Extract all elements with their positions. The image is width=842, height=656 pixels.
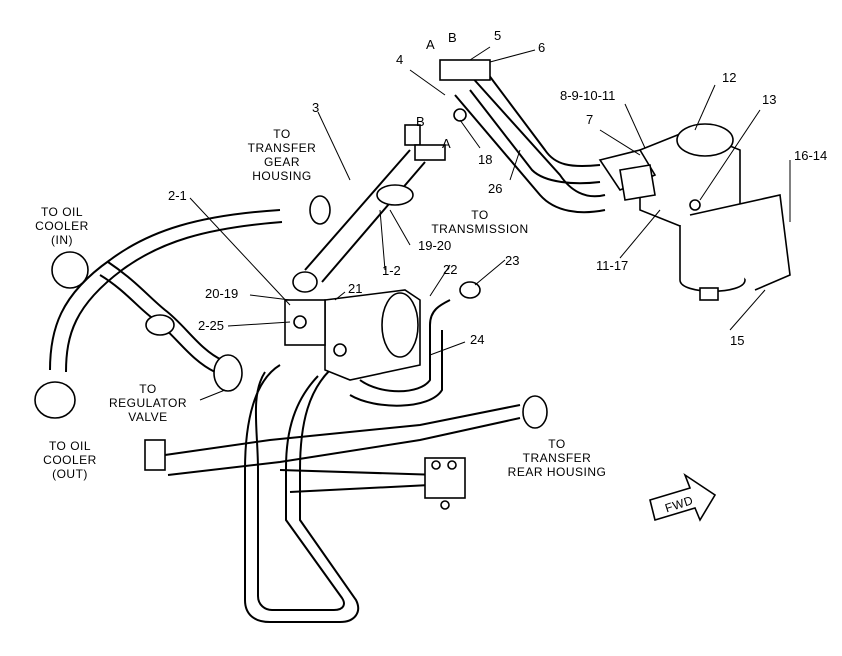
svg-text:REGULATOR: REGULATOR xyxy=(109,396,187,410)
callout-4: 4 xyxy=(396,52,403,67)
flanges xyxy=(34,59,657,471)
valve-block xyxy=(424,457,466,510)
captions: TO TRANSFER GEAR HOUSING TO OIL COOLER (… xyxy=(35,127,606,481)
svg-text:COOLER: COOLER xyxy=(43,453,97,467)
svg-text:(IN): (IN) xyxy=(51,233,73,247)
pump-assembly xyxy=(284,289,421,381)
callout-18: 18 xyxy=(478,152,492,167)
caption-regulator-valve: TO REGULATOR VALVE xyxy=(109,382,187,424)
leader-lines xyxy=(189,46,791,401)
svg-text:TRANSFER: TRANSFER xyxy=(248,141,317,155)
callout-letter-b-mid: B xyxy=(416,114,425,129)
callout-1-2: 1-2 xyxy=(382,263,401,278)
svg-text:HOUSING: HOUSING xyxy=(252,169,312,183)
svg-text:REAR HOUSING: REAR HOUSING xyxy=(508,465,607,479)
svg-text:TO: TO xyxy=(548,437,565,451)
caption-transfer-gear-housing: TO TRANSFER GEAR HOUSING xyxy=(248,127,317,183)
callout-12: 12 xyxy=(722,70,736,85)
callout-24: 24 xyxy=(470,332,484,347)
callout-letter-a-top: A xyxy=(426,37,435,52)
callout-6: 6 xyxy=(538,40,545,55)
callout-5: 5 xyxy=(494,28,501,43)
callout-20-19: 20-19 xyxy=(205,286,238,301)
svg-text:COOLER: COOLER xyxy=(35,219,89,233)
callout-11-17: 11-17 xyxy=(596,258,628,273)
svg-text:GEAR: GEAR xyxy=(264,155,300,169)
callout-23: 23 xyxy=(505,253,519,268)
pipe-work xyxy=(49,69,606,623)
caption-oil-cooler-out: TO OIL COOLER (OUT) xyxy=(43,439,97,481)
svg-text:TRANSMISSION: TRANSMISSION xyxy=(431,222,528,236)
callout-22: 22 xyxy=(443,262,457,277)
svg-text:VALVE: VALVE xyxy=(128,410,167,424)
callout-13: 13 xyxy=(762,92,776,107)
callout-letter-a-mid: A xyxy=(442,136,451,151)
caption-transmission: TO TRANSMISSION xyxy=(431,208,528,236)
caption-transfer-rear-housing: TO TRANSFER REAR HOUSING xyxy=(508,437,607,479)
callout-3: 3 xyxy=(312,100,319,115)
svg-text:TRANSFER: TRANSFER xyxy=(523,451,592,465)
filter-assembly xyxy=(639,123,791,301)
svg-text:TO: TO xyxy=(471,208,488,222)
callout-2-1: 2-1 xyxy=(168,188,187,203)
callout-26: 26 xyxy=(488,181,502,196)
svg-text:TO OIL: TO OIL xyxy=(49,439,91,453)
callout-15: 15 xyxy=(730,333,744,348)
callout-2-25: 2-25 xyxy=(198,318,224,333)
svg-text:TO: TO xyxy=(273,127,290,141)
fwd-arrow: FWD xyxy=(649,472,717,522)
callout-7: 7 xyxy=(586,112,593,127)
callout-19-20: 19-20 xyxy=(418,238,451,253)
caption-oil-cooler-in: TO OIL COOLER (IN) xyxy=(35,205,89,247)
svg-text:TO OIL: TO OIL xyxy=(41,205,83,219)
callout-21: 21 xyxy=(348,281,362,296)
svg-text:(OUT): (OUT) xyxy=(52,467,88,481)
callout-8-9-10-11: 8-9-10-11 xyxy=(560,88,615,103)
callout-letter-b-top: B xyxy=(448,30,457,45)
svg-text:TO: TO xyxy=(139,382,156,396)
callout-16-14: 16-14 xyxy=(794,148,827,163)
callouts: 1-2 2-1 2-25 3 4 5 6 7 8-9-10-11 11-17 1… xyxy=(168,28,827,348)
